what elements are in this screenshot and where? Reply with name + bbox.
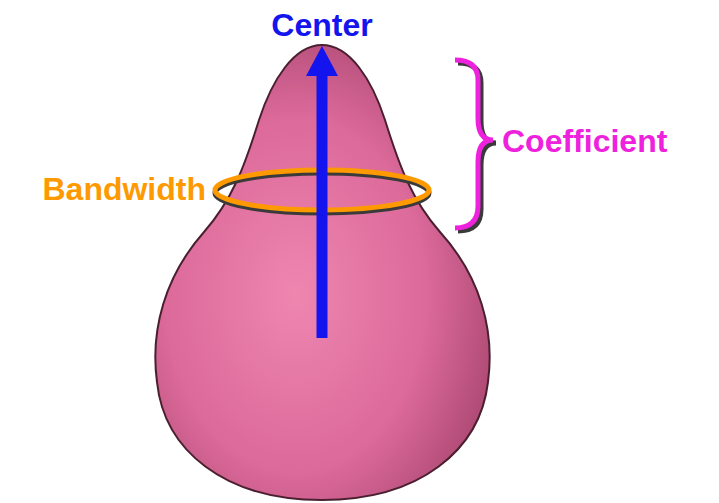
coefficient-brace (455, 60, 493, 228)
coefficient-label: Coefficient (502, 124, 667, 159)
bandwidth-label: Bandwidth (42, 172, 206, 207)
center-arrowhead (306, 46, 338, 76)
center-axis (317, 72, 328, 338)
center-label: Center (271, 8, 372, 43)
pear-surface (155, 45, 489, 500)
